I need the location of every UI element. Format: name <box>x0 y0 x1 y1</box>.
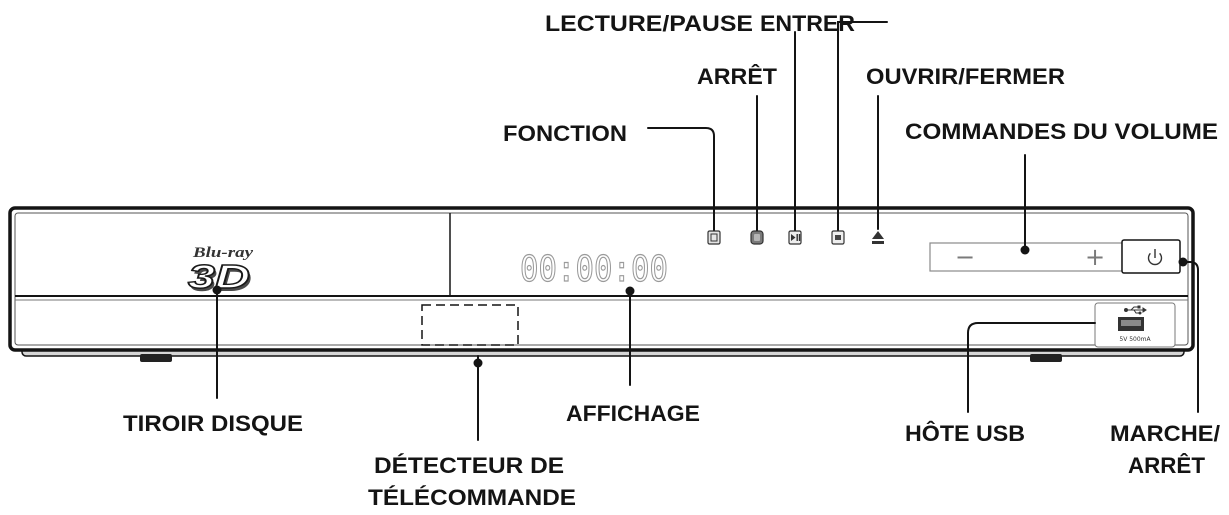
stop-button <box>750 230 764 245</box>
stop-icon <box>754 234 760 241</box>
label-detecteur-line2: TÉLÉCOMMANDE <box>368 485 576 510</box>
remote-sensor-area <box>421 304 519 346</box>
power-icon <box>1147 249 1163 266</box>
label-tiroir-disque: TIROIR DISQUE <box>123 411 303 436</box>
enter-button <box>831 230 845 245</box>
label-ouvrir-fermer: OUVRIR/FERMER <box>866 64 1065 89</box>
eject-icon <box>872 231 884 239</box>
device-body <box>8 206 1195 352</box>
device: Blu-ray 3D 3D 00:00:00 <box>8 206 1195 362</box>
leader-marche-arret <box>1182 261 1199 413</box>
usb-icon <box>1124 305 1147 315</box>
power-button <box>1121 239 1181 274</box>
leader-dot-tiroir <box>212 285 222 295</box>
leader-dot-power <box>1178 257 1188 267</box>
label-affichage: AFFICHAGE <box>566 401 700 426</box>
volume-minus: − <box>955 243 975 271</box>
label-entrer: ENTRER <box>760 11 855 36</box>
usb-port-panel: 5V 500mA <box>1094 302 1176 348</box>
logo-brand: Blu-ray <box>192 245 254 261</box>
leader-dot-volume <box>1020 245 1030 255</box>
usb-rating: 5V 500mA <box>1119 336 1151 343</box>
label-detecteur-line1: DÉTECTEUR DE <box>374 453 564 478</box>
leader-entrer <box>837 21 888 231</box>
leader-dot-detecteur <box>473 358 483 368</box>
foot-right <box>1030 354 1062 362</box>
logo-3d: 3D <box>188 258 250 295</box>
leader-lines <box>212 21 1199 441</box>
foot-left <box>140 354 172 362</box>
label-marche-arret-line1: MARCHE/ <box>1110 421 1220 446</box>
leader-dot-affichage <box>625 286 635 296</box>
enter-icon <box>835 235 841 240</box>
label-arret: ARRÊT <box>697 64 778 89</box>
label-fonction: FONCTION <box>503 121 627 146</box>
display-readout: 00:00:00 <box>520 249 668 290</box>
function-icon <box>710 233 718 242</box>
play-pause-button <box>788 230 802 245</box>
label-commandes-du-volume: COMMANDES DU VOLUME <box>905 119 1218 144</box>
label-lecture-pause: LECTURE/PAUSE <box>545 11 753 36</box>
play-pause-icon <box>791 234 801 241</box>
leader-fonction <box>647 127 715 231</box>
function-button <box>707 230 721 245</box>
volume-plus: + <box>1085 243 1105 271</box>
label-hote-usb: HÔTE USB <box>905 421 1025 446</box>
label-marche-arret-line2: ARRÊT <box>1128 453 1206 478</box>
eject-button <box>872 231 884 244</box>
labels: LECTURE/PAUSE ENTRER ARRÊT OUVRIR/FERMER… <box>123 11 1220 510</box>
device-inner-border <box>14 212 1189 346</box>
leader-hote-usb <box>967 322 1096 413</box>
